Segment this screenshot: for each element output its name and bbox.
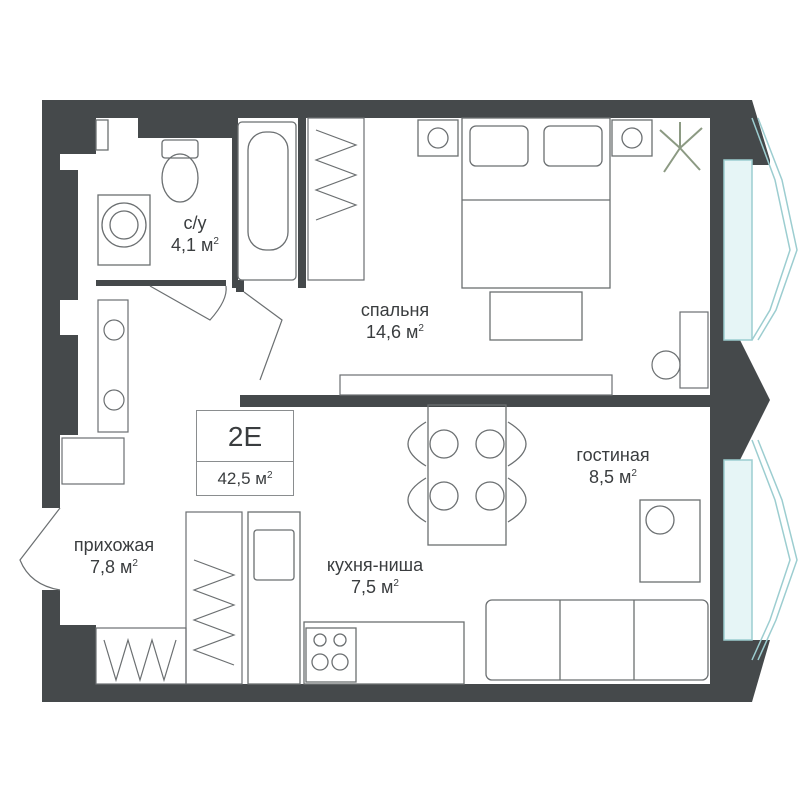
area-unit-sup: 2 [266, 470, 273, 481]
apartment-code: 2E [227, 421, 263, 452]
plant-icon [659, 122, 703, 173]
apartment-badge: 2E 42,5 м2 [196, 410, 294, 496]
room-name: с/у [183, 213, 207, 233]
room-name: прихожая [73, 535, 155, 555]
sofa [485, 499, 709, 681]
room-name: спальня [360, 300, 430, 320]
kitchen-units [247, 511, 465, 685]
interior-walls [52, 118, 710, 685]
room-label-kitchen: кухня-ниша 7,5 м2 [300, 555, 450, 598]
room-label-living: гостиная 8,5 м2 [548, 445, 678, 488]
room-label-bathroom: с/у 4,1 м2 [150, 213, 240, 256]
bathroom-fixtures [95, 119, 297, 281]
apartment-total-area: 42,5 м [217, 469, 267, 488]
room-label-hallway: прихожая 7,8 м2 [48, 535, 180, 578]
area-unit-sup: 2 [418, 322, 424, 334]
room-area: 7,8 м [90, 556, 133, 577]
room-area: 4,1 м [171, 234, 214, 255]
badge-divider [197, 461, 293, 462]
area-unit-sup: 2 [213, 235, 219, 247]
doors [19, 285, 283, 591]
wardrobes [95, 117, 365, 685]
room-name: гостиная [576, 445, 650, 465]
area-unit-sup: 2 [393, 577, 399, 589]
bed [417, 117, 653, 341]
room-name: кухня-ниша [326, 555, 424, 575]
windows [723, 117, 798, 661]
room-area: 8,5 м [589, 466, 632, 487]
dining-table [407, 404, 527, 546]
desk [339, 311, 709, 396]
room-label-bedroom: спальня 14,6 м2 [330, 300, 460, 343]
room-area: 7,5 м [351, 576, 394, 597]
area-unit-sup: 2 [631, 467, 637, 479]
area-unit-sup: 2 [132, 557, 138, 569]
room-area: 14,6 м [366, 321, 419, 342]
outer-walls [42, 100, 770, 702]
hallway-furniture [61, 299, 129, 485]
